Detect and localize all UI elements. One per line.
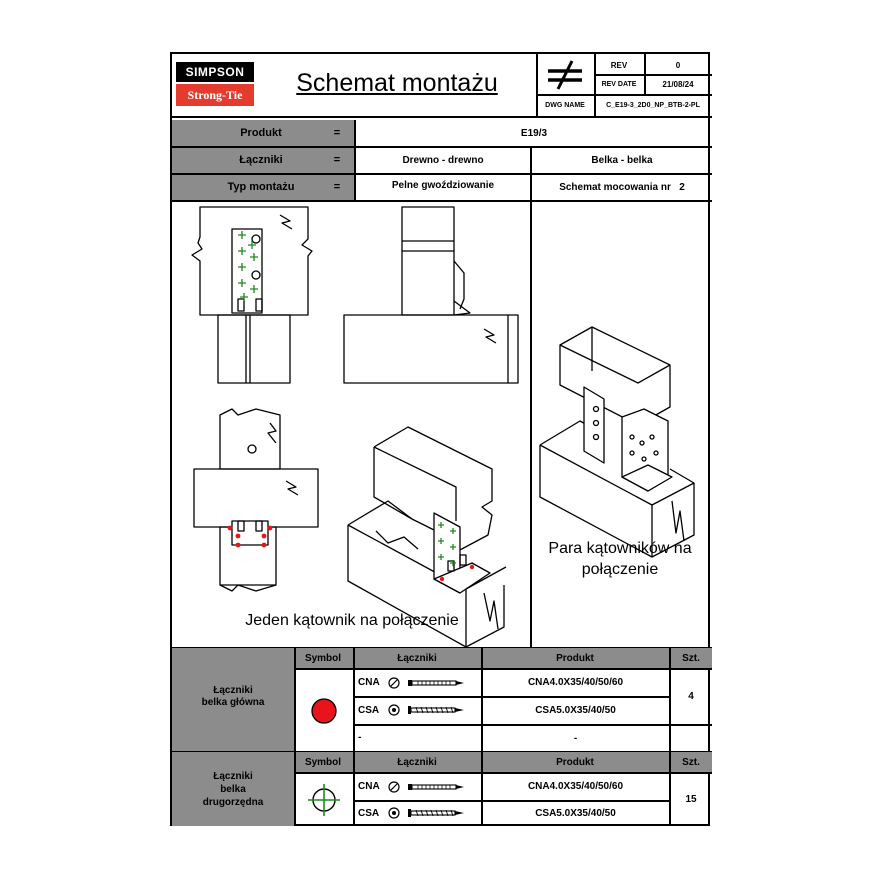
table1-row1-produkt: CNA4.0X35/40/50/60 [527,677,624,688]
dwg-name-value: C_E19-3_2D0_NP_BTB-2-PL [606,102,700,109]
divider [594,74,712,76]
screw-icon [388,807,464,819]
laczniki-value-2: Belka - belka [591,154,653,166]
rev-label: REV [610,60,628,70]
divider [669,752,671,826]
table1-szt-value: 4 [688,691,694,702]
divider [172,173,712,175]
table2-group-label: Łączniki belka drugorzędna [172,766,294,812]
table2-header-laczniki: Łączniki [397,756,437,768]
produkt-label: Produkt [240,127,282,139]
divider [172,116,712,118]
ring-nail-icon [388,781,464,793]
table1-row2-produkt: CSA5.0X35/40/50 [535,705,616,716]
table1-header-symbol: Symbol [304,652,342,664]
caption-line-1: Para kątowników na [548,540,692,557]
table1-row3-code: - [358,732,362,743]
schemat-mocowania: Schemat mocowania nr 2 [532,174,712,200]
divider [669,648,671,751]
equals-sign: = [333,154,341,166]
logo-strong-tie: Strong-Tie [176,84,254,106]
green-crosshair-symbol-icon [308,784,340,816]
table2-row1-produkt: CNA4.0X35/40/50/60 [527,781,624,792]
divider [481,648,483,751]
schemat-nr: 2 [679,181,685,193]
table1-row2-code: CSA [358,705,380,716]
divider [294,752,296,826]
divider [594,54,596,116]
divider [172,200,712,202]
table1-row1-code: CNA [358,677,380,688]
table1-group-line1: Łączniki [213,685,253,696]
not-equal-icon [548,60,582,90]
table1-group-label: Łączniki belka główna [172,682,294,712]
ring-nail-icon [388,677,464,689]
divider [353,648,355,751]
table2-row1-code: CNA [358,781,380,792]
divider [536,94,594,96]
divider [481,752,483,826]
divider [353,724,712,726]
caption-line-2: połączenie [581,561,659,578]
divider [172,751,712,753]
table1-row3-produkt: - [573,732,578,744]
divider [536,54,538,116]
equals-sign: = [333,127,341,139]
laczniki-label: Łączniki [239,154,283,166]
table2-row2-produkt: CSA5.0X35/40/50 [535,808,616,819]
divider [294,668,712,670]
table2-group-line1: Łączniki [213,770,253,782]
table1-header-szt: Szt. [682,652,700,664]
laczniki-value-1: Drewno - drewno [402,154,484,166]
assembly-drawing [191,206,695,648]
table2-group-cell [172,752,294,826]
table2-row2-code: CSA [358,808,380,819]
divider [594,94,712,96]
produkt-value: E19/3 [520,127,548,139]
divider [353,752,355,826]
schemat-label: Schemat mocowania nr [559,181,671,193]
divider [353,800,669,802]
table2-header-szt: Szt. [682,756,700,768]
table2-header-row [294,752,712,772]
equals-sign: = [333,181,341,193]
dwg-name-label: DWG NAME [545,102,585,109]
divider [353,696,669,698]
divider [354,120,356,200]
divider [172,647,712,649]
table2-group-line2: belka [220,783,246,795]
table1-group-cell [172,648,294,751]
table2-header-symbol: Symbol [304,756,342,768]
caption-pair-brackets: Para kątowników na połączenie [540,538,700,582]
table2-header-produkt: Produkt [556,756,594,768]
page-title: Schemat montażu [296,68,498,97]
drawing-sheet: SIMPSON Strong-Tie Schemat montażu REV 0… [170,52,712,826]
table2-group-line3: drugorzędna [202,796,264,808]
rev-date-value: 21/08/24 [662,80,694,89]
divider [530,201,532,647]
rev-date-label: REV DATE [601,81,637,88]
table2-szt-value: 15 [685,794,697,805]
table1-header-row [294,648,712,668]
divider [294,648,296,751]
red-dot-symbol-icon [311,698,337,724]
info-label-column [172,120,354,200]
table1-header-laczniki: Łączniki [397,652,437,664]
divider [530,147,532,200]
table1-header-produkt: Produkt [556,652,594,664]
divider [172,146,712,148]
typ-montazu-value: Pelne gwoździowanie [391,179,495,191]
typ-montazu-label: Typ montażu [227,181,295,193]
divider [294,772,712,774]
table1-group-line2: belka główna [201,697,265,708]
caption-single-bracket: Jeden kątownik na połączenie [245,612,459,629]
rev-value: 0 [675,60,681,70]
logo-simpson: SIMPSON [176,62,254,82]
screw-icon [388,704,464,716]
